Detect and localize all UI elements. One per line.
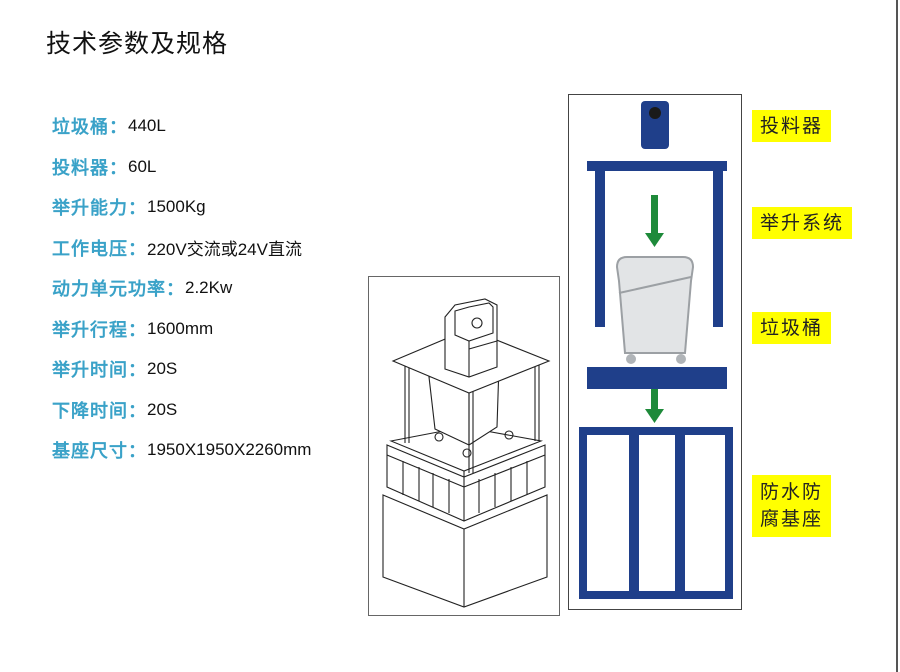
station-line-drawing-icon (382, 298, 551, 608)
spec-label: 垃圾桶： (52, 117, 128, 139)
spec-value: 60L (128, 156, 157, 176)
base-frame-icon (579, 427, 733, 599)
spec-row: 工作电压：220V交流或24V直流 (52, 228, 311, 269)
spec-label: 下降时间： (52, 400, 147, 422)
spec-label: 动力单元功率： (52, 279, 185, 301)
bin-icon (615, 256, 695, 354)
label-lift-system: 举升系统 (752, 207, 853, 239)
spec-row: 动力单元功率：2.2Kw (52, 268, 311, 309)
page-title: 技术参数及规格 (46, 29, 229, 58)
spec-label: 举升时间： (52, 360, 147, 382)
spec-row: 垃圾桶：440L (52, 106, 311, 147)
spec-row: 投料器：60L (52, 147, 311, 188)
spec-value: 440L (128, 116, 166, 136)
spec-value: 1950X1950X2260mm (147, 440, 312, 460)
spec-list: 垃圾桶：440L 投料器：60L 举升能力：1500Kg 工作电压：220V交流… (52, 106, 311, 471)
spec-value: 20S (147, 359, 178, 379)
spec-value: 2.2Kw (185, 278, 233, 298)
spec-value: 20S (147, 399, 178, 419)
spec-row: 举升能力：1500Kg (52, 187, 311, 228)
label-feeder: 投料器 (752, 110, 832, 142)
spec-value: 1500Kg (147, 197, 206, 217)
spec-label: 举升能力： (52, 198, 147, 220)
spec-label: 工作电压： (52, 238, 147, 260)
label-base-line2: 腐基座 (760, 508, 824, 530)
spec-row: 基座尺寸：1950X1950X2260mm (52, 430, 311, 471)
isometric-drawing (368, 276, 560, 616)
spec-value: 1600mm (147, 318, 214, 338)
spec-label: 举升行程： (52, 319, 147, 341)
label-base: 防水防 腐基座 (752, 475, 832, 537)
spec-row: 举升时间：20S (52, 349, 311, 390)
down-arrow-icon (651, 389, 658, 411)
spec-value: 220V交流或24V直流 (147, 240, 302, 260)
feeder-box-icon (641, 101, 669, 149)
spec-row: 下降时间：20S (52, 390, 311, 431)
label-bin: 垃圾桶 (752, 312, 832, 344)
spec-label: 投料器： (52, 157, 128, 179)
spec-row: 举升行程：1600mm (52, 309, 311, 350)
right-border (896, 0, 898, 672)
schematic-diagram (568, 94, 742, 610)
down-arrow-icon (651, 195, 658, 235)
lift-schematic-icon (579, 101, 733, 599)
spec-label: 基座尺寸： (52, 441, 147, 463)
label-base-line1: 防水防 (760, 481, 824, 503)
